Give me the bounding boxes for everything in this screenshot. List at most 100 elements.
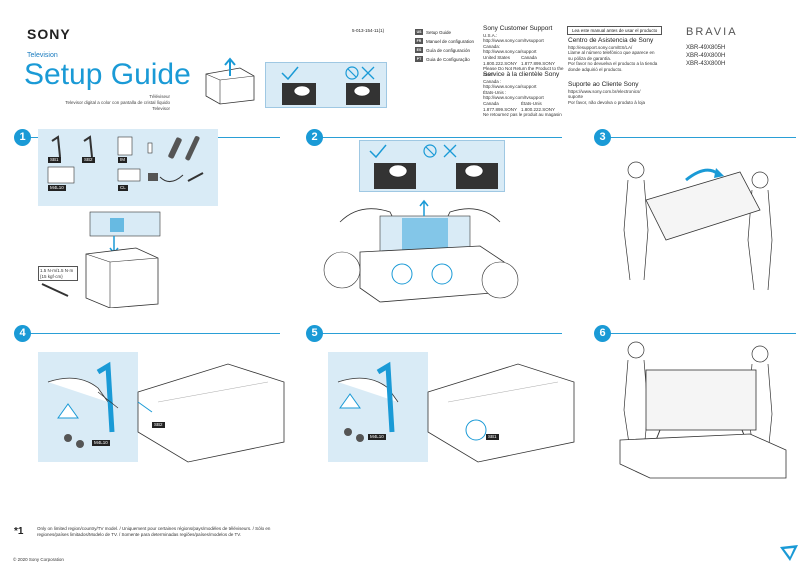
product-type: Television <box>27 52 58 59</box>
support-fr-heading: Service à la clientèle Sony <box>483 71 560 78</box>
bravia-logo: BRAVIA <box>686 26 738 38</box>
step-divider <box>322 137 562 138</box>
support-es-line: donde adquirió el producto. <box>568 66 623 72</box>
model-list: XBR-49X805H XBR-49X800H XBR-43X800H <box>686 44 725 68</box>
check-prohibit-icons <box>281 66 380 105</box>
phone-number: 1.877.899.SONY <box>520 60 555 66</box>
support-en-line: Canada: <box>483 43 501 49</box>
support-en: Sony Customer Support U.S.A.: http://www… <box>483 24 567 77</box>
model-number: XBR-49X800H <box>686 53 726 59</box>
support-es-heading: Centro de Asistencia de Sony <box>568 37 654 44</box>
support-fr-line: États-Unis : <box>483 89 507 95</box>
support-es-line: Llame al número telefónico que aparece e… <box>568 50 655 56</box>
lang-code-pt: PT <box>415 56 423 62</box>
support-en-link: http://www.sony.ca/support <box>483 49 537 55</box>
step-divider <box>322 333 562 334</box>
support-en-heading: Sony Customer Support <box>483 25 553 32</box>
recycle-logo-icon <box>780 545 798 561</box>
subtitle-pt: Televisor <box>152 106 170 111</box>
footnote-mark: *1 <box>14 526 24 537</box>
support-en-link: http://www.sony.com/tvsupport <box>483 38 544 44</box>
torque-value: 1.5 N·m/1.5 N·m <box>40 268 74 273</box>
support-fr: Service à la clientèle Sony Canada : htt… <box>483 70 567 118</box>
support-pt-line: Por favor, não devolva o produto à loja <box>568 99 646 105</box>
part-label-sb1: SB1 <box>48 157 61 163</box>
lang-code-us: US <box>415 29 423 35</box>
parts-panel: SB1 SB2 IM M4L10 CL <box>38 129 218 206</box>
step3-lift-tv-illustration <box>623 161 773 291</box>
lang-code-es: ES <box>415 47 423 53</box>
step5-attach-stand-illustration <box>337 361 575 463</box>
support-pt-heading: Suporte ao Cliente Sony <box>568 81 639 88</box>
step4-stand-label: SB2 <box>152 422 165 428</box>
step-divider <box>600 333 796 334</box>
step6-place-tv-illustration <box>619 341 787 479</box>
step2-tv-removal-illustration <box>323 199 519 303</box>
phone-label: États-Unis <box>520 100 542 106</box>
return-note: Ne retournez pas le produit au magasin <box>483 112 562 118</box>
support-en-line: U.S.A.: <box>483 32 498 38</box>
support-fr-line: Canada : <box>483 78 502 84</box>
support-fr-link: http://www.sony.com/tvsupport <box>483 95 544 101</box>
box-lift-illustration <box>205 57 255 105</box>
phone-number: 1.800.222.SONY <box>520 106 555 112</box>
subtitle-fr: Téléviseur <box>149 94 170 99</box>
step-number-1: 1 <box>14 129 31 146</box>
step2-caution-panel <box>359 140 505 192</box>
phone-number: 1.800.222.SONY <box>483 60 518 66</box>
support-es: Centro de Asistencia de Sony http://esup… <box>568 36 680 73</box>
step4-screw-label: M4L10 <box>92 440 110 446</box>
document-number: 5-013-154-11(1) <box>352 28 385 33</box>
step4-attach-stand-illustration <box>47 361 285 463</box>
step-divider <box>18 333 280 334</box>
support-es-line: su póliza de garantía. <box>568 55 612 61</box>
step-divider <box>600 137 796 138</box>
parts-illustration <box>47 135 204 184</box>
sony-logo: SONY <box>27 26 71 42</box>
support-pt-link: https://www.sony.com.br/electronics/ <box>568 88 641 94</box>
page-title: Setup Guide <box>24 58 191 91</box>
lang-label-es: Guía de configuración <box>426 47 471 53</box>
model-number: XBR-43X800H <box>686 61 726 67</box>
check-prohibit-icons <box>369 144 498 189</box>
phone-label: Canada <box>483 100 499 106</box>
support-fr-link: http://www.sony.ca/support <box>483 84 537 90</box>
step-number-5: 5 <box>306 325 323 342</box>
part-label-cl: CL <box>118 185 128 191</box>
step-number-4: 4 <box>14 325 31 342</box>
lang-label-fr: Manuel de configuration <box>426 38 475 44</box>
step5-screw-label: M4L10 <box>368 434 386 440</box>
step4-stand-panel <box>38 352 138 462</box>
phone-number: 1.877.899.SONY <box>483 106 518 112</box>
part-label-im: IM <box>118 157 127 163</box>
torque-unit: {15 kgf·cm} <box>40 273 63 279</box>
support-pt-link: suporte <box>568 94 584 100</box>
subtitle-block: Téléviseur Televisor digital a color con… <box>10 94 170 112</box>
support-es-link: http://esupport.sony.com/ES/LA/ <box>568 44 633 50</box>
read-first-box: Lea este manual antes de usar el product… <box>567 26 663 35</box>
support-pt: Suporte ao Cliente Sony https://www.sony… <box>568 80 680 105</box>
support-es-line: Por favor no devuelva el producto a la t… <box>568 61 658 67</box>
phone-label: Canada <box>520 54 537 60</box>
footnote-text: Only on limited region/country/TV model.… <box>37 526 271 537</box>
subtitle-es: Televisor digital a color con pantalla d… <box>65 100 170 105</box>
handling-caution-panel <box>265 62 387 108</box>
step-number-6: 6 <box>594 325 611 342</box>
step-number-2: 2 <box>306 129 323 146</box>
box-unpack-illustration <box>85 211 161 308</box>
phone-label: United States <box>483 54 511 60</box>
torque-spec: 1.5 N·m/1.5 N·m {15 kgf·cm} <box>38 266 78 282</box>
lang-code-fr: FR <box>415 38 423 44</box>
screwdriver-icon <box>41 283 69 297</box>
lang-label-us: Setup Guide <box>426 29 452 35</box>
part-label-sb2: SB2 <box>82 157 95 163</box>
lang-label-pt: Guia de Configuração <box>426 56 470 62</box>
step-number-3: 3 <box>594 129 611 146</box>
part-label-m4l10: M4L10 <box>48 185 66 191</box>
return-note: Please Do Not Return the Product to the … <box>483 66 564 77</box>
model-number: XBR-49X805H <box>686 45 726 51</box>
